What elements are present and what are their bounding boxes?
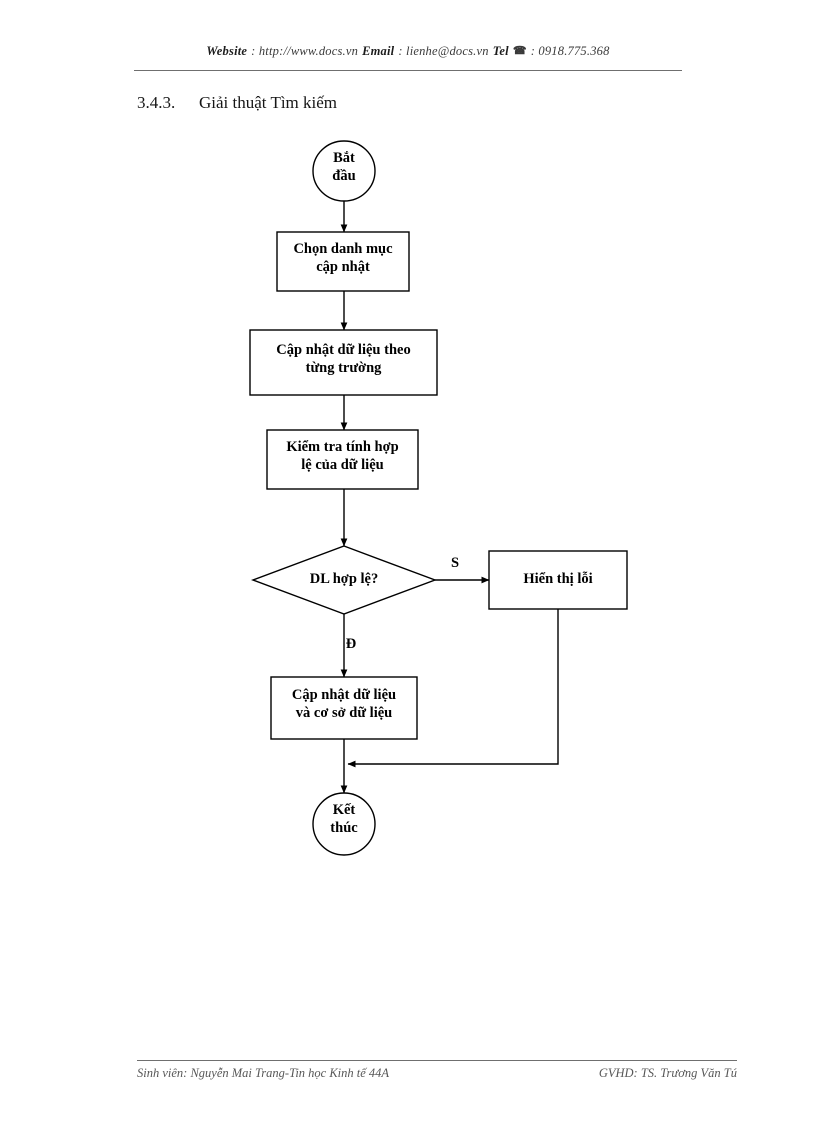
header-email-value: : lienhe@docs.vn xyxy=(398,44,489,58)
branch-label-d: Đ xyxy=(345,636,357,652)
footer-student: Sinh viên: Nguyễn Mai Trang-Tin học Kinh… xyxy=(137,1066,390,1080)
telephone-icon: ☎ xyxy=(512,45,527,57)
section-heading: 3.4.3. Giải thuật Tìm kiếm xyxy=(137,93,337,113)
header-divider xyxy=(134,70,682,71)
node-start-label: Bắt đầu xyxy=(332,150,356,184)
node-decision-label: DL hợp lệ? xyxy=(309,571,379,587)
header-website-label: Website xyxy=(206,44,248,58)
section-number: 3.4.3. xyxy=(137,93,176,112)
node-select-category-label: Chọn danh mục cập nhật xyxy=(293,241,393,275)
header-tel-value: : 0918.775.368 xyxy=(530,44,610,58)
page-footer: Sinh viên: Nguyễn Mai Trang-Tin học Kinh… xyxy=(137,1066,737,1086)
node-show-error-label: Hiển thị lỗi xyxy=(523,571,593,587)
node-update-by-field-label: Cập nhật dữ liệu theo từng trường xyxy=(276,342,411,376)
header-email-label: Email xyxy=(362,44,395,58)
branch-label-s: S xyxy=(450,555,460,571)
section-title: Giải thuật Tìm kiếm xyxy=(199,93,338,112)
node-end-label: Kết thúc xyxy=(330,802,358,836)
header-website-value: : http://www.docs.vn xyxy=(251,44,359,58)
node-validate-label: Kiểm tra tính hợp lệ của dữ liệu xyxy=(286,439,399,473)
footer-divider xyxy=(137,1060,737,1061)
header-tel-label: Tel xyxy=(492,44,509,58)
footer-supervisor: GVHD: TS. Trương Văn Tú xyxy=(598,1066,737,1080)
node-commit-label: Cập nhật dữ liệu và cơ sở dữ liệu xyxy=(291,687,397,721)
